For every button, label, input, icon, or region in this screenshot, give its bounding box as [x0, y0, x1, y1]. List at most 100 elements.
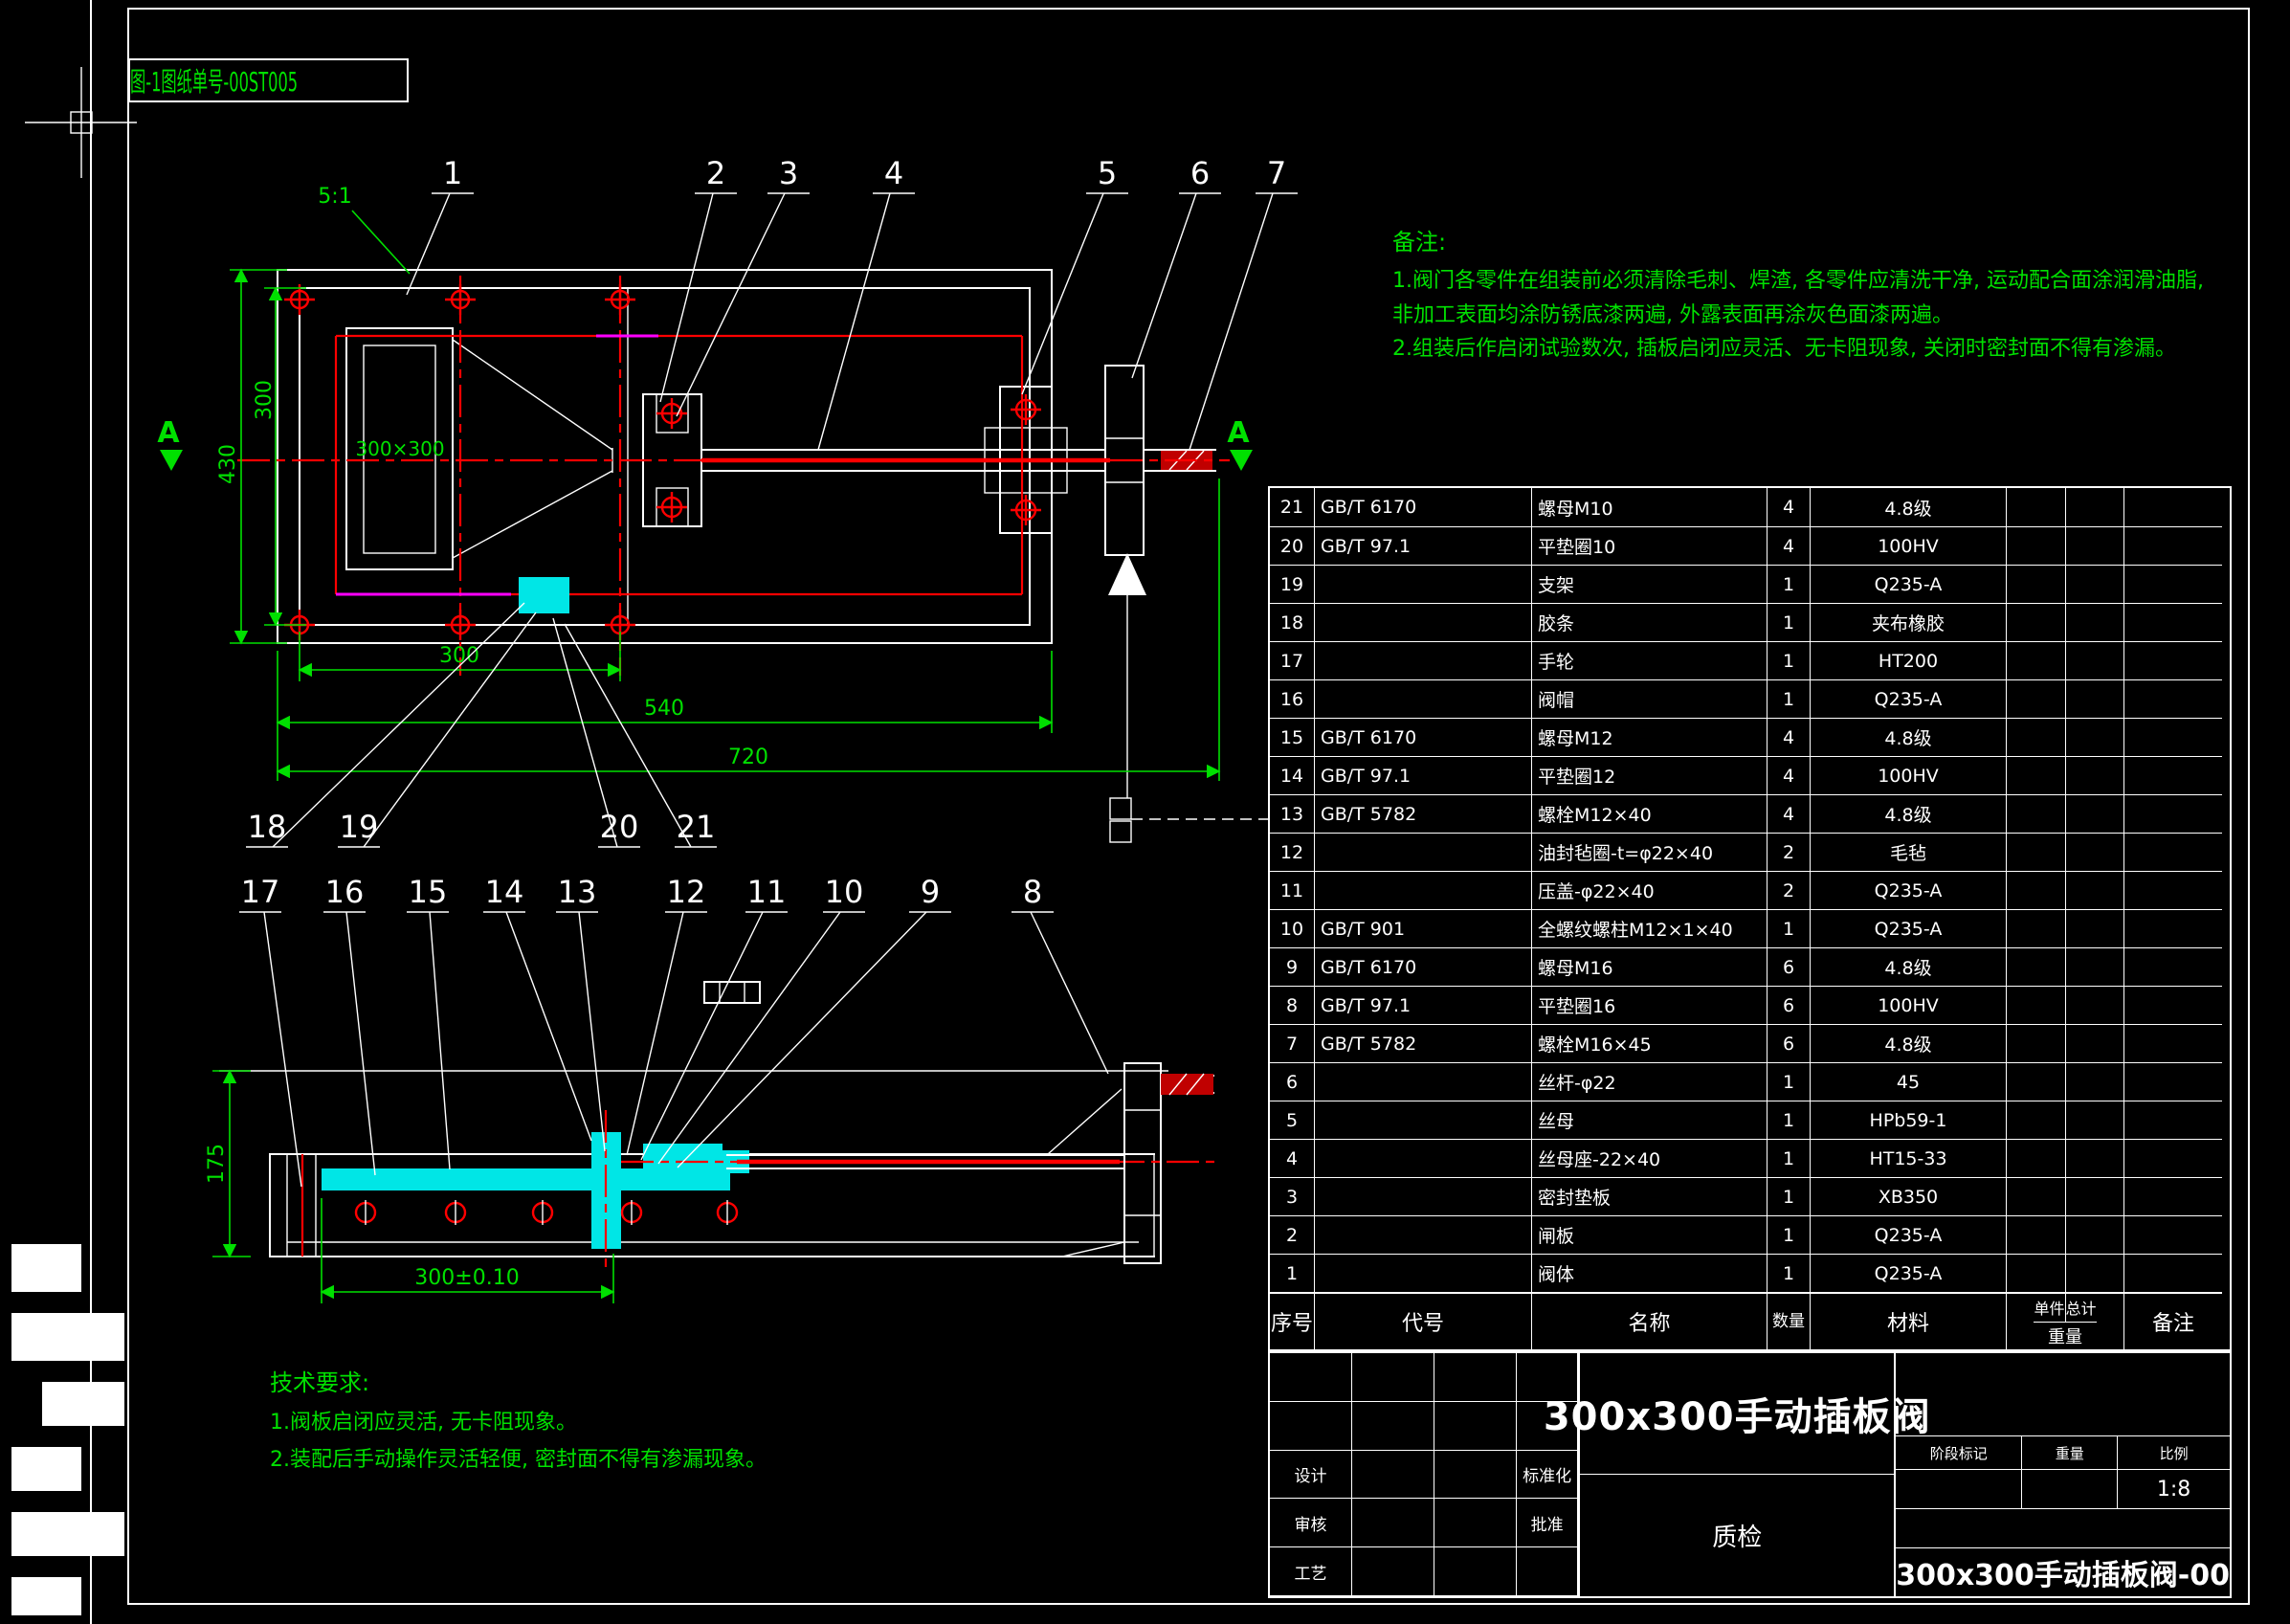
scale-label: 比例	[2159, 1444, 2189, 1462]
dim-bottom-3: 720	[728, 745, 768, 769]
bom-cell-remark	[2124, 1215, 2222, 1254]
bom-cell-material: HT15-33	[1811, 1139, 2007, 1177]
bom-cell-unit	[2007, 1101, 2066, 1139]
bom-cell-qty: 4	[1768, 794, 1811, 833]
fold-marks	[11, 1244, 124, 1615]
bom-cell-remark	[2124, 1254, 2222, 1292]
bom-header-material: 材料	[1811, 1292, 2007, 1349]
section-view-dimensions: 175 300±0.10	[205, 1069, 615, 1303]
bom-cell-total	[2066, 1139, 2124, 1177]
detail-scale-label: 5:1	[318, 185, 351, 209]
title-block-signature-grid: 设计 标准化 审核 批准 工艺	[1270, 1353, 1581, 1596]
bom-cell-material: 4.8级	[1811, 1024, 2007, 1062]
bom-cell-qty: 2	[1768, 833, 1811, 871]
bom-cell-no: 2	[1270, 1215, 1315, 1254]
bom-cell-code: GB/T 97.1	[1315, 986, 1532, 1024]
bom-cell-unit	[2007, 488, 2066, 526]
field-process: 工艺	[1270, 1547, 1352, 1596]
bom-cell-code	[1315, 1101, 1532, 1139]
bom-cell-qty: 1	[1768, 1139, 1811, 1177]
bom-cell-unit	[2007, 565, 2066, 603]
balloon-16: 16	[325, 874, 365, 910]
bom-cell-total	[2066, 986, 2124, 1024]
bom-cell-total	[2066, 603, 2124, 641]
bom-cell-no: 6	[1270, 1062, 1315, 1101]
doc-label-box: 图-1图纸单号-00ST005	[128, 58, 409, 102]
bom-cell-qty: 1	[1768, 641, 1811, 679]
gland-bolts	[656, 394, 1041, 525]
bom-cell-name: 螺栓M12×40	[1532, 794, 1768, 833]
bom-cell-code	[1315, 679, 1532, 718]
bom-cell-remark	[2124, 756, 2222, 794]
bom-cell-material: 毛毡	[1811, 833, 2007, 871]
bom-cell-material: Q235-A	[1811, 679, 2007, 718]
bom-cell-code	[1315, 641, 1532, 679]
bom-cell-no: 9	[1270, 947, 1315, 986]
field-audit: 审核	[1270, 1499, 1352, 1548]
balloon-1: 1	[443, 155, 462, 191]
bom-cell-qty: 1	[1768, 679, 1811, 718]
bom-cell-total	[2066, 488, 2124, 526]
dim-bottom-2: 540	[644, 697, 684, 721]
bom-cell-unit	[2007, 1024, 2066, 1062]
bom-cell-name: 螺母M12	[1532, 718, 1768, 756]
bom-cell-remark	[2124, 833, 2222, 871]
bom-cell-no: 15	[1270, 718, 1315, 756]
bom-cell-material: HT200	[1811, 641, 2007, 679]
balloon-13: 13	[558, 874, 597, 910]
bom-cell-code	[1315, 1215, 1532, 1254]
crosshair-cursor	[25, 67, 137, 178]
title-block: 设计 标准化 审核 批准 工艺 300x300手动插板阀 质检 阶段标记 重量 …	[1268, 1351, 2232, 1598]
bom-cell-material: Q235-A	[1811, 1254, 2007, 1292]
bom-cell-unit	[2007, 1062, 2066, 1101]
section-view	[219, 981, 1215, 1273]
bom-cell-name: 丝母	[1532, 1101, 1768, 1139]
notes-line: 2.组装后作启闭试验数次, 插板启闭应灵活、无卡阻现象, 关闭时密封面不得有渗漏…	[1392, 336, 2176, 361]
tech-req-title: 技术要求:	[270, 1369, 370, 1396]
dim-section-width: 300±0.10	[414, 1266, 519, 1290]
bom-cell-remark	[2124, 679, 2222, 718]
bom-cell-code	[1315, 1254, 1532, 1292]
bom-cell-unit	[2007, 718, 2066, 756]
balloon-5: 5	[1098, 155, 1117, 191]
inspect-label: 质检	[1712, 1524, 1763, 1552]
bom-cell-material: 4.8级	[1811, 794, 2007, 833]
bom-cell-no: 19	[1270, 565, 1315, 603]
field-approve: 批准	[1517, 1499, 1579, 1548]
bom-cell-remark	[2124, 603, 2222, 641]
weight-label: 重量	[2022, 1436, 2119, 1469]
bom-header-no: 序号	[1270, 1292, 1315, 1349]
dim-left-inner: 300	[253, 380, 277, 420]
bom-cell-unit	[2007, 986, 2066, 1024]
bom-cell-qty: 4	[1768, 756, 1811, 794]
notes-line: 1.阀门各零件在组装前必须清除毛刺、焊渣, 各零件应清洗干净, 运动配合面涂润滑…	[1392, 269, 2204, 327]
bom-cell-material: Q235-A	[1811, 871, 2007, 909]
bom-cell-total	[2066, 756, 2124, 794]
stage-label: 阶段标记	[1896, 1436, 2023, 1469]
bom-cell-code: GB/T 6170	[1315, 947, 1532, 986]
top-view-dimensions: 430 300 300 540 720 300×300 5:1 A A	[157, 185, 1253, 781]
gate-plate-top-view	[519, 577, 569, 613]
dim-section-height: 175	[205, 1144, 229, 1184]
balloon-12: 12	[667, 874, 706, 910]
bom-cell-material: 4.8级	[1811, 488, 2007, 526]
bom-header-name: 名称	[1532, 1292, 1768, 1349]
gate-plate-section	[322, 1168, 730, 1190]
scale-value: 1:8	[2156, 1477, 2191, 1502]
bom-cell-qty: 1	[1768, 909, 1811, 947]
bom-cell-name: 平垫圈16	[1532, 986, 1768, 1024]
bom-cell-total	[2066, 565, 2124, 603]
bom-cell-code: GB/T 5782	[1315, 1024, 1532, 1062]
title-block-right: 阶段标记 重量 比例 1:8 300x300手动插板阀-00	[1896, 1353, 2230, 1596]
bom-cell-total	[2066, 1101, 2124, 1139]
bom-cell-remark	[2124, 1101, 2222, 1139]
bom-cell-unit	[2007, 641, 2066, 679]
